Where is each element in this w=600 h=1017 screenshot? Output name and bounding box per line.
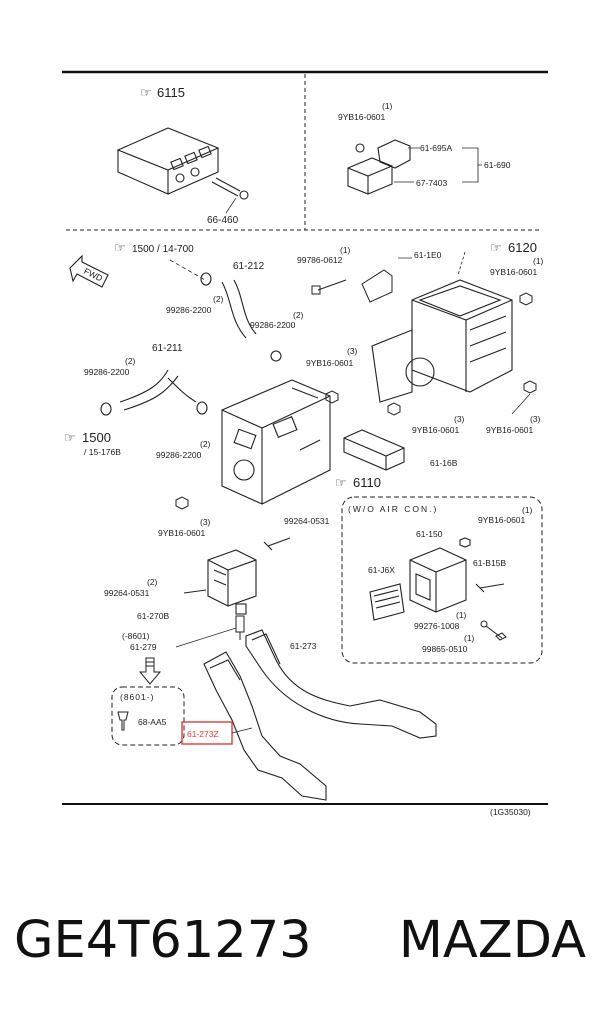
label-99264-b-q: (2) [147,577,158,587]
nut-r1 [519,292,533,306]
label-9yb-r2: 9YB16-0601 [412,425,460,435]
label-9yb-r2-q: (3) [454,414,465,424]
relay-61-690 [347,139,411,195]
label-9yb-top: 9YB16-0601 [338,112,386,122]
duct-61-270b [207,549,257,615]
bolt-61-b15b [475,583,505,593]
screw-99264-a [263,537,291,551]
label-61-270b: 61-270B [137,611,169,621]
label-68-aa5: 68-AA5 [138,717,167,727]
filter-61-j6x [369,583,405,621]
label-1500-14700: 1500 / 14-700 [132,244,194,255]
fwd-arrow: FWD [69,254,109,288]
reference-code: (1G35030) [490,807,531,817]
duct-61-273 [245,629,437,739]
bracket-61-1e0 [361,269,393,303]
label-9yb-r3-q: (3) [530,414,541,424]
label-8601-b: (8601-) [120,692,154,702]
label-61-b15b: 61-B15B [473,558,506,568]
label-99286-d: 99286-2200 [156,450,202,460]
label-61-279: 61-279 [130,642,157,652]
clip-68-aa5 [117,711,129,731]
icon-6120: ☞ [490,240,502,255]
label-6120: 6120 [508,240,537,255]
screw-99865 [485,625,507,641]
part-caption: GE4T61273 MAZDA [0,900,600,980]
icon-1500: ☞ [114,240,126,255]
label-9yb-left-q: (3) [200,517,211,527]
label-67-7403: 67-7403 [416,178,447,188]
label-61-695a: 61-695A [420,143,452,153]
clip-8601-box [111,686,185,746]
label-61-16b: 61-16B [430,458,458,468]
label-66-460: 66-460 [207,215,239,226]
label-99786-q: (1) [340,245,351,255]
icon-6115: ☞ [140,85,152,100]
nut-left [175,496,189,510]
label-9yb-mid-q: (3) [347,346,358,356]
hose-61-211 [100,369,208,416]
label-99264-b: 99264-0531 [104,588,150,598]
icon-6110: ☞ [335,475,347,490]
label-99264-a: 99264-0531 [284,516,330,526]
label-1500: 1500 [82,430,111,445]
nut-r2 [387,402,401,416]
label-99865: 99865-0510 [422,644,468,654]
label-61-211: 61-211 [152,343,183,354]
blower-unit-6120 [371,279,513,403]
brand-name: MAZDA [398,910,586,970]
label-61-1e0: 61-1E0 [414,250,442,260]
wo-aircon-box [341,496,543,664]
label-61-150: 61-150 [416,529,443,539]
parts-diagram: ☞ 6115 66-460 (1) 9YB16-0601 61-695A 61-… [62,70,548,817]
label-6110: 6110 [353,475,381,490]
label-61-690: 61-690 [484,160,511,170]
label-99276: 99276-1008 [414,621,460,631]
bolt-99786 [311,279,347,295]
clip-61-279 [235,615,245,640]
label-99286-d-q: (2) [200,439,211,449]
label-99276-q: (1) [456,610,467,620]
label-9yb-left: 9YB16-0601 [158,528,206,538]
label-9yb-r1-q: (1) [533,256,544,266]
label-9yb-r3: 9YB16-0601 [486,425,534,435]
label-61-212: 61-212 [233,261,265,272]
resistor-61-16b [343,429,405,471]
label-8601-a: (-8601) [122,631,150,641]
label-wo-aircon: (W/O AIR CON.) [348,504,438,514]
label-61-273z: 61-273Z [187,729,219,739]
part-number: GE4T61273 [14,910,312,970]
nut-r3 [523,380,537,394]
label-99286-c-q: (2) [125,356,136,366]
label-9yb-top-q: (1) [382,101,393,111]
heater-unit-6110 [221,379,331,505]
label-15-176b: / 15-176B [84,447,121,457]
label-99286-c: 99286-2200 [84,367,130,377]
label-61-273: 61-273 [290,641,317,651]
duct-61-273z [203,651,327,801]
label-9yb-box-q: (1) [522,505,533,515]
label-61-j6x: 61-J6X [368,565,395,575]
label-99286-b: 99286-2200 [250,320,296,330]
label-9yb-box: 9YB16-0601 [478,515,526,525]
label-9yb-r1: 9YB16-0601 [490,267,538,277]
label-99286-a-q: (2) [213,294,224,304]
hose-61-212 [200,272,282,362]
label-6115: 6115 [157,85,185,100]
label-99865-q: (1) [464,633,475,643]
washer-99276 [480,620,488,628]
filter-case-61-150 [409,537,471,613]
control-panel-6115 [116,127,249,200]
label-99286-b-q: (2) [293,310,304,320]
icon-1500-b: ☞ [64,430,76,445]
label-99286-a: 99286-2200 [166,305,212,315]
label-99786: 99786-0612 [297,255,343,265]
nut-mid [325,390,339,404]
superseded-arrow [138,657,162,685]
label-9yb-mid: 9YB16-0601 [306,358,354,368]
